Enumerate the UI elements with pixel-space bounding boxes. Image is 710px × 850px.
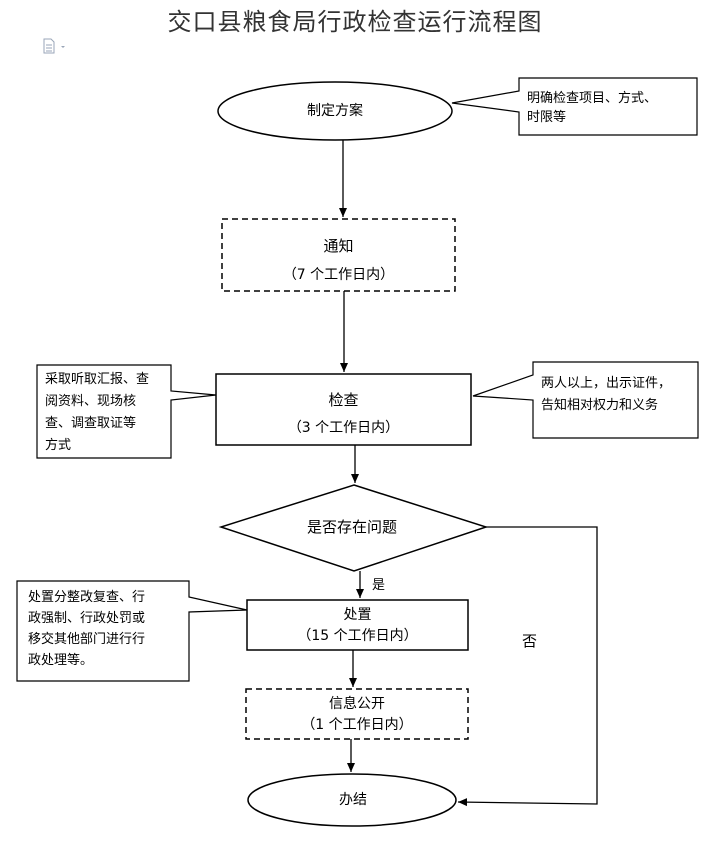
handle-time: （15 个工作日内） [297, 628, 418, 644]
plan-note-box [451, 77, 698, 136]
inspect-rule-note-line-2: 告知相对权力和义务 [541, 398, 659, 413]
decision-node [218, 484, 489, 572]
handle-method-note-line-1: 处置分整改复查、行 [28, 590, 146, 605]
chevron-down-icon [61, 46, 65, 48]
disclose-node [245, 688, 469, 740]
disclose-label: 信息公开 [329, 696, 385, 712]
edge-label-yes: 是 [372, 578, 386, 593]
inspect-node [215, 373, 472, 446]
handle-node [246, 599, 469, 651]
plan-note-line-2: 时限等 [527, 110, 567, 125]
inspect-method-note-line-1: 采取听取汇报、查 [45, 372, 150, 387]
inspect-method-note-box [36, 364, 217, 459]
edge-label-no: 否 [522, 632, 538, 650]
document-icon[interactable] [42, 38, 66, 54]
handle-method-note-line-4: 政处理等。 [28, 653, 94, 668]
edge-decision-close-no [457, 526, 598, 807]
inspect-rule-note-line-1: 两人以上，出示证件， [541, 376, 672, 391]
notify-label: 通知 [323, 237, 354, 255]
inspect-label: 检查 [328, 391, 359, 409]
page-title: 交口县粮食局行政检查运行流程图 [167, 8, 543, 36]
inspect-time: （3 个工作日内） [287, 420, 400, 436]
notify-time: （7 个工作日内） [282, 267, 395, 283]
inspect-method-note-line-3: 查、调查取证等 [45, 416, 137, 431]
handle-method-note-box [16, 580, 248, 682]
close-node [247, 773, 457, 827]
plan-label: 制定方案 [307, 103, 363, 119]
inspect-method-note-line-4: 方式 [45, 438, 72, 453]
inspect-method-note-line-2: 阅资料、现场核 [45, 394, 137, 409]
close-label: 办结 [339, 792, 367, 808]
handle-label: 处置 [343, 607, 372, 623]
inspect-rule-note-box [472, 361, 699, 439]
plan-note-line-1: 明确检查项目、方式、 [527, 91, 658, 106]
handle-method-note-line-2: 政强制、行政处罚或 [28, 611, 146, 626]
decision-label: 是否存在问题 [306, 518, 397, 536]
disclose-time: （1 个工作日内） [301, 717, 413, 733]
plan-node [217, 81, 453, 141]
handle-method-note-line-3: 移交其他部门进行行 [28, 632, 146, 647]
notify-node [221, 218, 456, 292]
